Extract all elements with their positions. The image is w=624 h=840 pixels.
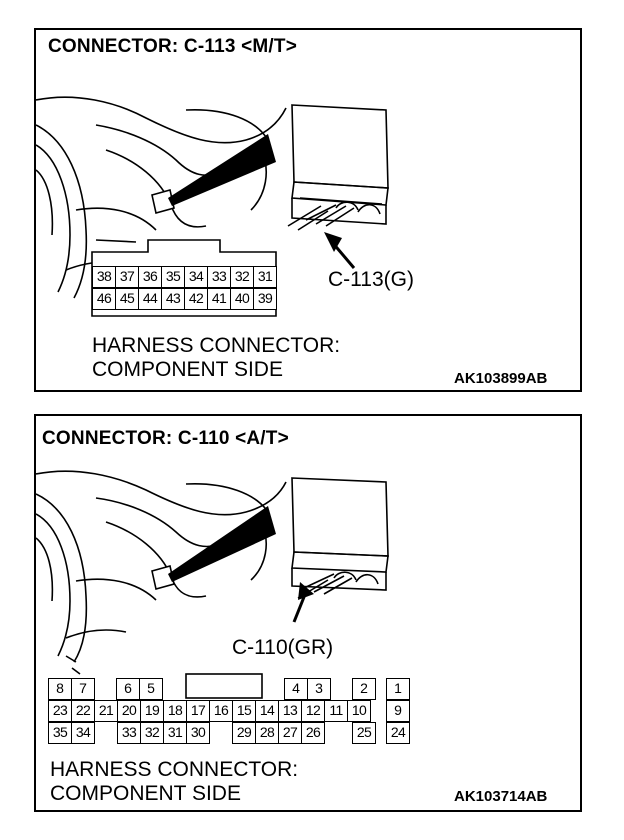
pin-cell: 46 [92, 288, 116, 310]
pin-cell: 12 [301, 700, 325, 722]
pin-cell: 35 [161, 266, 185, 288]
pin-cell: 5 [139, 678, 163, 700]
caption-line-1: HARNESS CONNECTOR: [50, 758, 299, 781]
pin-cell: 11 [324, 700, 348, 722]
pin-cell: 8 [48, 678, 72, 700]
pin-cell: 45 [115, 288, 139, 310]
pin-cell: 19 [140, 700, 164, 722]
pin-cell: 13 [278, 700, 302, 722]
pin-cell: 38 [92, 266, 116, 288]
pin-cell: 9 [386, 700, 410, 722]
pin-cell: 3 [307, 678, 331, 700]
caption-line-2: COMPONENT SIDE [92, 358, 283, 381]
pin-cell: 37 [115, 266, 139, 288]
figure-code: AK103899AB [454, 370, 548, 387]
pin-cell: 14 [255, 700, 279, 722]
panel-title: CONNECTOR: C-113 <M/T> [48, 36, 297, 57]
pin-cell: 1 [386, 678, 410, 700]
pin-cell: 39 [253, 288, 277, 310]
pin-cell: 33 [207, 266, 231, 288]
pin-cell: 23 [48, 700, 72, 722]
dashboard-illustration-c110 [36, 470, 389, 699]
pin-cell: 29 [232, 722, 256, 744]
pin-cell: 33 [117, 722, 141, 744]
pin-cell: 34 [71, 722, 95, 744]
pin-cell: 25 [352, 722, 376, 744]
pin-cell: 44 [138, 288, 162, 310]
connector-ref-label: C-113(G) [328, 268, 414, 291]
connector-ref-label: C-110(GR) [232, 636, 334, 659]
pin-cell: 41 [207, 288, 231, 310]
pin-cell: 16 [209, 700, 233, 722]
pin-cell: 20 [117, 700, 141, 722]
pin-cell: 34 [184, 266, 208, 288]
pin-cell: 40 [230, 288, 254, 310]
pin-cell: 36 [138, 266, 162, 288]
pin-cell: 24 [386, 722, 410, 744]
pin-cell: 35 [48, 722, 72, 744]
pin-cell: 42 [184, 288, 208, 310]
figure-code: AK103714AB [454, 788, 548, 805]
pin-cell: 27 [278, 722, 302, 744]
pin-cell: 21 [94, 700, 118, 722]
pin-cell: 6 [116, 678, 140, 700]
pin-cell: 4 [284, 678, 308, 700]
pin-cell: 10 [347, 700, 371, 722]
caption-line-1: HARNESS CONNECTOR: [92, 334, 341, 357]
pin-cell: 7 [71, 678, 95, 700]
pin-cell: 26 [301, 722, 325, 744]
pin-cell: 28 [255, 722, 279, 744]
panel-title: CONNECTOR: C-110 <A/T> [42, 428, 289, 449]
pin-cell: 31 [163, 722, 187, 744]
pin-cell: 32 [140, 722, 164, 744]
pin-cell: 30 [186, 722, 210, 744]
caption-line-2: COMPONENT SIDE [50, 782, 241, 805]
pin-cell: 32 [230, 266, 254, 288]
pin-cell: 31 [253, 266, 277, 288]
pin-cell: 15 [232, 700, 256, 722]
pin-cell: 17 [186, 700, 210, 722]
pin-cell: 43 [161, 288, 185, 310]
pin-cell: 18 [163, 700, 187, 722]
pin-cell: 2 [352, 678, 376, 700]
pin-cell: 22 [71, 700, 95, 722]
